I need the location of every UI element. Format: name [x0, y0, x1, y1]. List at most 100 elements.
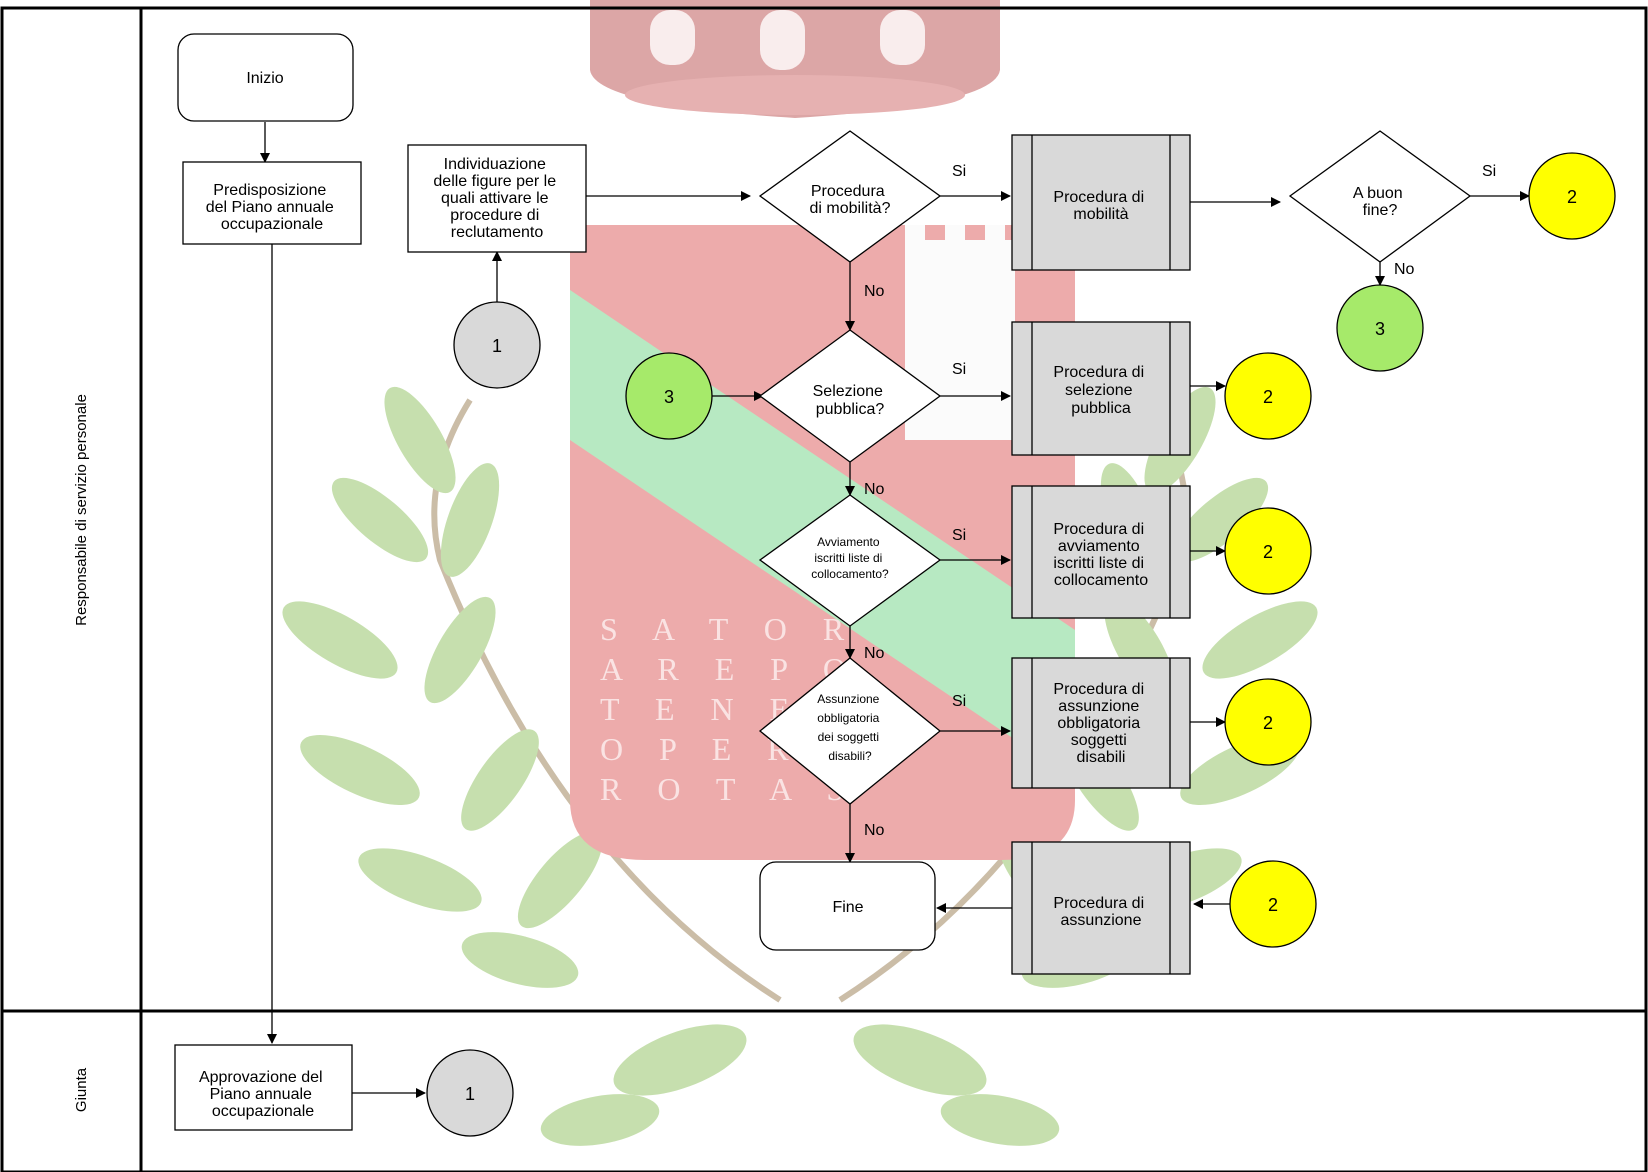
text-line: Predisposizione — [213, 182, 326, 199]
decision-text: Selezione pubblica? — [813, 383, 888, 418]
process-text: Procedura di avviamento iscritti liste d… — [1053, 521, 1148, 589]
connector-number: 1 — [492, 336, 502, 356]
lane-label-giunta: Giunta — [73, 1067, 90, 1112]
process-text: Approvazione del Piano annuale occupazio… — [199, 1069, 327, 1120]
text-line: Procedura di — [1053, 521, 1144, 538]
text-line: assunzione — [1058, 698, 1139, 715]
text-line: disabili — [1077, 749, 1126, 766]
text-line: selezione — [1065, 382, 1133, 399]
predefined-process-mobilita: Procedura di mobilità — [1011, 134, 1191, 271]
edge-label-yes: Si — [952, 163, 966, 180]
text-line: Procedura di — [1053, 895, 1144, 912]
text-line: collocamento? — [811, 567, 889, 581]
connector-2-avviamento: 2 — [1224, 507, 1312, 595]
decision-mobilita: Procedura di mobilità? — [758, 130, 942, 263]
process-text: Procedura di selezione pubblica — [1053, 364, 1148, 417]
process-individuazione: Individuazione delle figure per le quali… — [407, 144, 587, 253]
sator-row: S A T O R — [600, 611, 858, 647]
text-line: Avviamento — [817, 535, 880, 549]
text-line: occupazionale — [221, 216, 323, 233]
edge-label-yes: Si — [952, 527, 966, 544]
predefined-process-avviamento: Procedura di avviamento iscritti liste d… — [1011, 485, 1191, 619]
edge-label-no: No — [1394, 261, 1415, 278]
process-predisposizione: Predisposizione del Piano annuale occupa… — [182, 161, 362, 245]
text-line: dei soggetti — [818, 730, 879, 744]
connector-2-mobilita: 2 — [1528, 152, 1616, 240]
swimlane-frame — [0, 6, 1648, 1172]
connector-number: 3 — [1375, 319, 1385, 339]
decision-avviamento: Avviamento iscritti liste di collocament… — [758, 494, 942, 627]
lane-label-personale: Responsabile di servizio personale — [73, 394, 90, 626]
text-line: assunzione — [1061, 912, 1142, 929]
text-line: disabili? — [828, 749, 872, 763]
crown-image — [590, 0, 1000, 118]
edge-label-yes: Si — [1482, 163, 1496, 180]
text-line: reclutamento — [451, 224, 544, 241]
sator-row: R O T A S — [600, 771, 858, 807]
start-label: Inizio — [246, 70, 283, 87]
connector-number: 2 — [1263, 713, 1273, 733]
edge-label-yes: Si — [952, 693, 966, 710]
text-line: Approvazione del — [199, 1069, 323, 1086]
connector-2-assunzione-obbligatoria: 2 — [1224, 678, 1312, 766]
text-line: delle figure per le — [433, 173, 556, 190]
edge-label-no: No — [864, 645, 885, 662]
connector-number: 2 — [1268, 895, 1278, 915]
decision-text: A buon fine? — [1353, 185, 1407, 219]
connector-number: 1 — [465, 1084, 475, 1104]
decision-selezione: Selezione pubblica? — [758, 329, 942, 463]
text-line: Assunzione — [817, 692, 879, 706]
sator-row: A R E P O — [600, 651, 860, 687]
text-line: Piano annuale — [210, 1086, 312, 1103]
text-line: pubblica? — [816, 401, 885, 418]
process-approvazione: Approvazione del Piano annuale occupazio… — [174, 1044, 353, 1131]
edge-label-no: No — [864, 283, 885, 300]
predefined-process-assunzione: Procedura di assunzione — [1011, 841, 1191, 975]
connector-2-selezione: 2 — [1224, 352, 1312, 440]
text-line: iscritti liste di — [814, 551, 882, 565]
text-line: quali attivare le — [441, 190, 549, 207]
connector-1-giunta: 1 — [426, 1049, 514, 1137]
process-text: Predisposizione del Piano annuale occupa… — [206, 182, 339, 233]
connector-number: 2 — [1567, 187, 1577, 207]
text-line: Procedura — [811, 183, 885, 200]
connector-3-left: 3 — [625, 352, 713, 440]
text-line: pubblica — [1071, 400, 1131, 417]
text-line: soggetti — [1071, 732, 1127, 749]
text-line: Procedura di — [1053, 364, 1144, 381]
process-text: Procedura di mobilità — [1053, 189, 1148, 223]
connector-number: 3 — [664, 387, 674, 407]
edge-label-no: No — [864, 822, 885, 839]
text-line: Selezione — [813, 383, 883, 400]
edges — [260, 122, 1530, 1098]
text-line: Procedura di — [1053, 189, 1144, 206]
text-line: di mobilità? — [810, 200, 891, 217]
predefined-process-assunzione-obbligatoria: Procedura di assunzione obbligatoria sog… — [1011, 657, 1191, 789]
connector-1-top: 1 — [453, 301, 541, 389]
text-line: A buon — [1353, 185, 1403, 202]
edge-label-yes: Si — [952, 361, 966, 378]
end-node: Fine — [759, 861, 936, 951]
connector-3-buon-fine: 3 — [1336, 284, 1424, 372]
decision-text: Assunzione obbligatoria dei soggetti dis… — [817, 692, 882, 763]
text-line: del Piano annuale — [206, 199, 334, 216]
decision-buon-fine: A buon fine? — [1288, 130, 1472, 263]
connector-number: 2 — [1263, 387, 1273, 407]
connector-2-assunzione: 2 — [1229, 860, 1317, 948]
connector-number: 2 — [1263, 542, 1273, 562]
decision-text: Procedura di mobilità? — [810, 183, 891, 217]
process-text: Procedura di assunzione obbligatoria sog… — [1053, 681, 1148, 766]
text-line: collocamento — [1054, 572, 1148, 589]
text-line: obbligatoria — [817, 711, 879, 725]
process-text: Procedura di assunzione — [1053, 895, 1148, 929]
decision-assunzione-obbligatoria: Assunzione obbligatoria dei soggetti dis… — [758, 657, 942, 805]
text-line: iscritti liste di — [1053, 555, 1144, 572]
text-line: Individuazione — [444, 156, 546, 173]
text-line: Procedura di — [1053, 681, 1144, 698]
text-line: mobilità — [1073, 206, 1128, 223]
text-line: occupazionale — [212, 1103, 314, 1120]
process-text: Individuazione delle figure per le quali… — [433, 156, 560, 241]
text-line: obbligatoria — [1057, 715, 1140, 732]
predefined-process-selezione: Procedura di selezione pubblica — [1011, 321, 1191, 456]
